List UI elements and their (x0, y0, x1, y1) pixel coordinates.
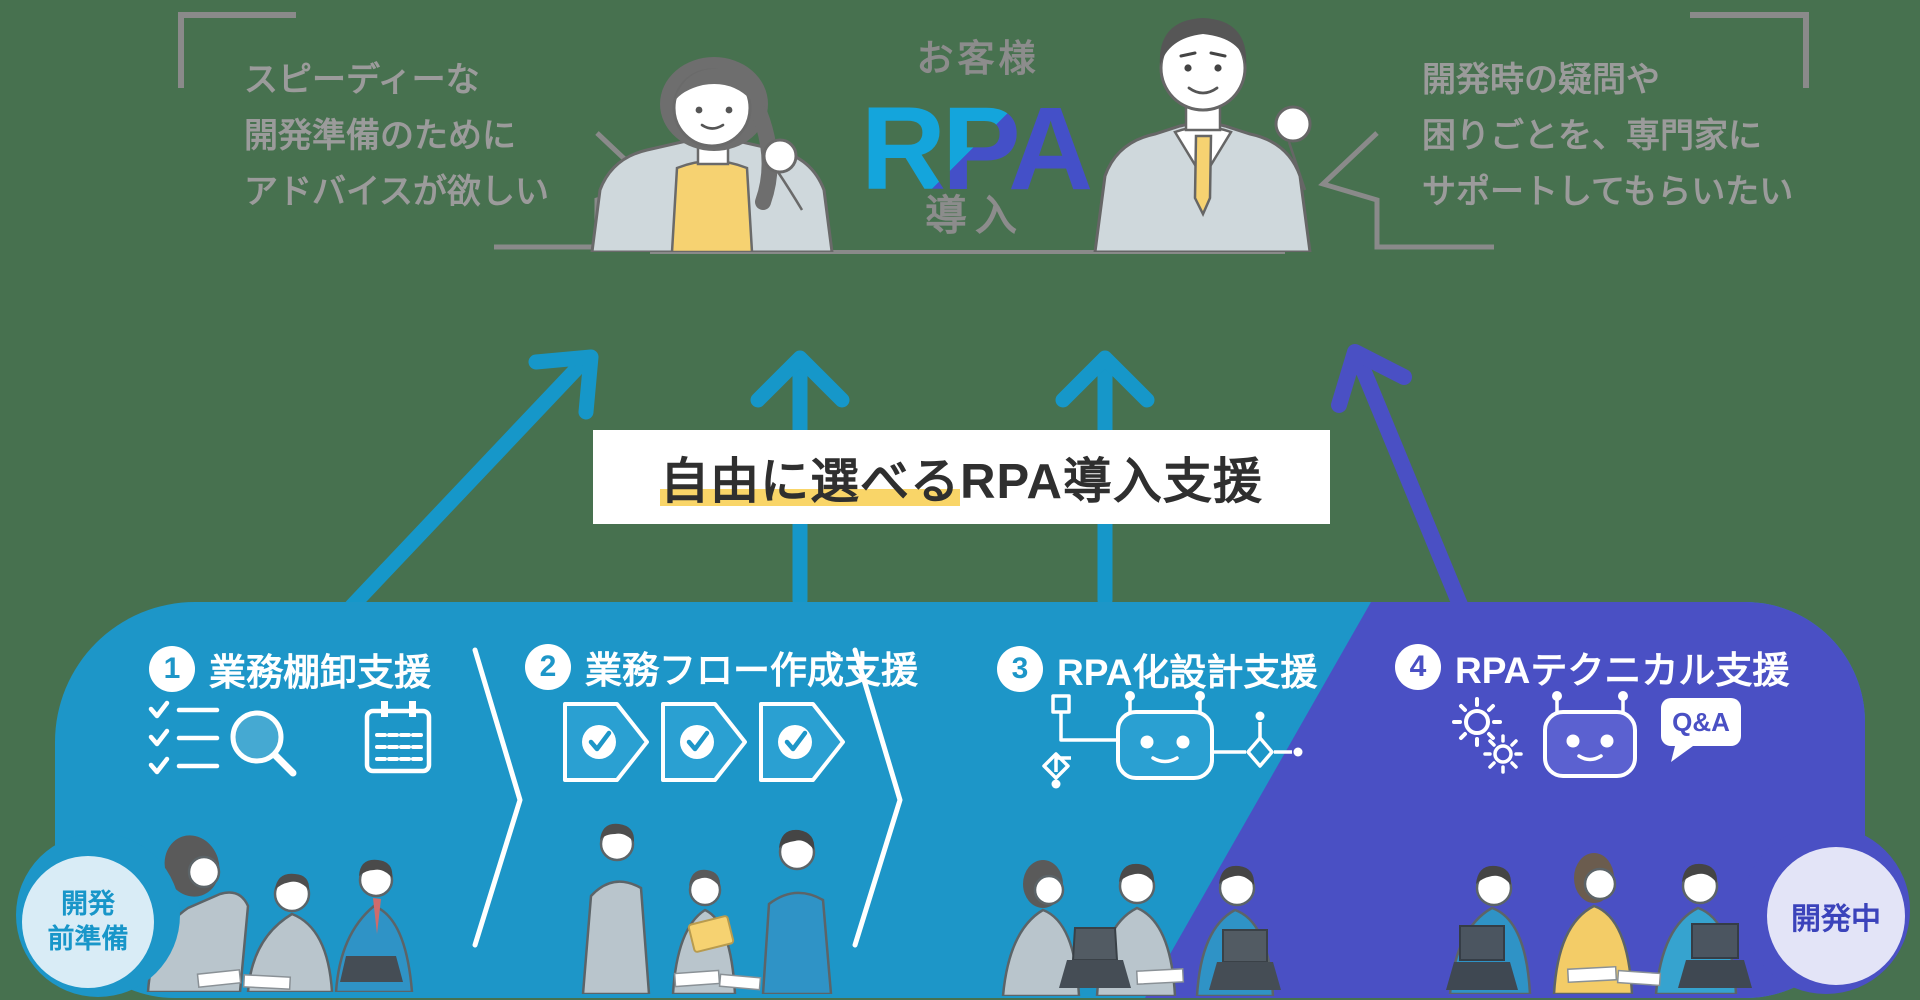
step-pentagon-2-icon (661, 702, 747, 782)
section-2-icons (563, 702, 845, 782)
section-3-robot-flow-icon (1042, 691, 1303, 789)
arrow-diagonal-right-icon (1331, 344, 1471, 620)
right-quote-close-pointer-icon (1318, 131, 1494, 250)
quote-left-line1: スピーディーな (244, 61, 480, 99)
section-1-header: 1 業務棚卸支援 (149, 642, 431, 696)
quote-left-line3: アドバイスが欲しい (244, 173, 549, 212)
divider-chevron-1-icon (472, 647, 523, 948)
rpa-gradient-title: RPA (820, 87, 1130, 212)
phase-badge-in-development: 開発中 (1767, 847, 1905, 985)
customer-man-illustration (1093, 18, 1312, 252)
section-1-number-badge: 1 (149, 646, 195, 692)
section-2-title: 業務フロー作成支援 (585, 650, 918, 691)
banner-highlighted-text: 自由に選べる (660, 454, 961, 509)
team-illustration-section-4 (1446, 853, 1752, 994)
qa-bubble-label: Q&A (1672, 707, 1730, 737)
quote-right: 開発時の疑問や 困りごとを、専門家に サポートしてもらいたい (1422, 52, 1793, 220)
magnifier-icon (230, 710, 297, 777)
checklist-icon (148, 700, 220, 775)
quote-right-line2: 困りごとを、専門家に (1422, 117, 1762, 156)
gears-icon (1452, 697, 1523, 774)
phase-badge-right-label: 開発中 (1791, 903, 1881, 936)
process-band: 1 業務棚卸支援 2 業務フロー作成支援 3 RPA化設計支援 4 RPAテクニ… (55, 602, 1865, 998)
banner-text: 自由に選べるRPA導入支援 (660, 442, 1263, 513)
section-1-title: 業務棚卸支援 (209, 652, 431, 693)
customer-woman-illustration (590, 57, 834, 252)
banner: 自由に選べるRPA導入支援 (593, 430, 1330, 524)
step-pentagon-1-icon (563, 702, 649, 782)
section-3-number-badge: 3 (997, 646, 1043, 692)
team-illustration-section-1 (146, 835, 414, 992)
section-4-header: 4 RPAテクニカル支援 (1395, 640, 1789, 694)
calendar-icon (364, 701, 432, 774)
phase-badge-left-line2: 前準備 (47, 924, 129, 954)
quote-left: スピーディーな 開発準備のために アドバイスが欲しい (244, 52, 549, 220)
section-2-header: 2 業務フロー作成支援 (525, 640, 918, 694)
phase-badge-pre-development: 開発 前準備 (22, 856, 154, 988)
section-1-icons (148, 700, 432, 777)
rpa-implementation-label: 導入 (924, 192, 1025, 239)
quote-right-line1: 開発時の疑問や (1422, 61, 1660, 99)
divider-chevron-2-icon (852, 647, 903, 948)
step-pentagon-3-icon (759, 702, 845, 782)
team-illustration-section-2 (581, 823, 833, 994)
arrow-diagonal-left-icon (344, 349, 599, 614)
customer-label: お客様 (916, 38, 1040, 79)
section-3-title: RPA化設計支援 (1057, 652, 1318, 693)
section-3-header: 3 RPA化設計支援 (997, 642, 1317, 696)
robot-icon (1543, 691, 1637, 778)
right-quote-open-bracket-icon (1690, 12, 1809, 88)
section-dividers (472, 647, 903, 948)
team-illustration-section-3 (1001, 860, 1281, 996)
quote-right-line3: サポートしてもらいたい (1422, 173, 1794, 212)
section-4-title: RPAテクニカル支援 (1455, 650, 1790, 691)
banner-rest-text: RPA導入支援 (960, 454, 1263, 509)
left-quote-open-bracket-icon (178, 12, 296, 88)
quote-left-line2: 開発準備のために (244, 117, 516, 156)
phase-badge-left-line1: 開発 (61, 888, 115, 919)
qa-bubble-icon: Q&A (1661, 698, 1741, 762)
section-2-number-badge: 2 (525, 644, 571, 690)
section-4-icons: Q&A (1452, 691, 1741, 778)
section-4-number-badge: 4 (1395, 644, 1441, 690)
